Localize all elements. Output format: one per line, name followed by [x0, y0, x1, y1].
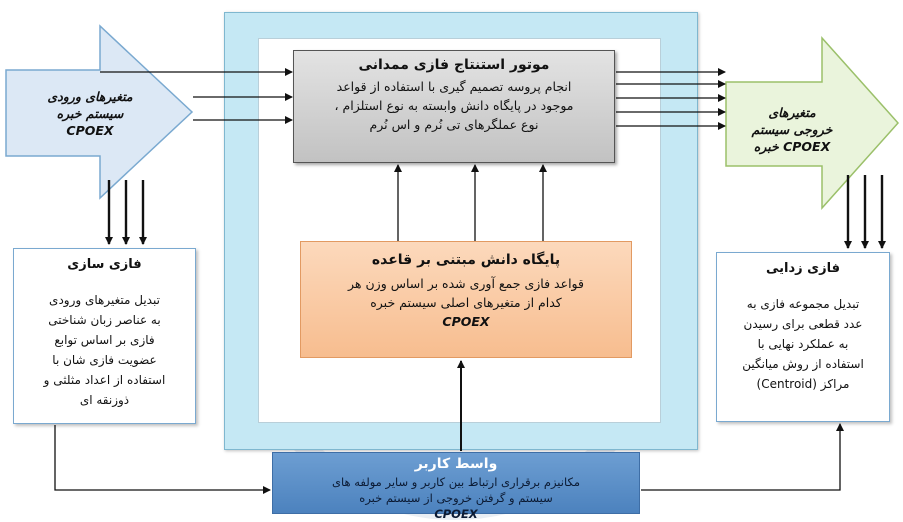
fuzzification-line5: استفاده از اعداد مثلثی و: [43, 373, 166, 387]
knowledge-base-title: پایگاه دانش مبتنی بر قاعده: [371, 252, 561, 268]
input-block-arrow: [5, 24, 194, 200]
fuzzification-line1: تبدیل متغیرهای ورودی: [49, 293, 160, 307]
inference-engine-box: موتور استنتاج فازی ممدانی انجام پروسه تص…: [293, 50, 615, 163]
defuzzification-line1: تبدیل مجموعه فازی به: [746, 297, 860, 311]
input-arrow-line2: سیستم خبره: [56, 106, 124, 121]
knowledge-base-box: پایگاه دانش مبتنی بر قاعده قواعد فازی جم…: [300, 241, 632, 358]
fuzzification-title: فازی سازی: [67, 257, 142, 272]
inference-engine-line1: انجام پروسه تصمیم گیری با استفاده از قوا…: [336, 79, 572, 94]
defuzzification-line3: به عملکرد نهایی با: [757, 337, 849, 351]
user-interface-box: واسط کاربر مکانیزم برقراری ارتباط بین کا…: [272, 452, 640, 521]
output-variables-label: متغیرهای خروجی سیستم CPOEX خبره: [732, 104, 852, 155]
fuzzification-line3: فازی بر اساس توابع: [54, 333, 155, 347]
output-arrow-line2: خروجی سیستم: [751, 122, 833, 137]
output-arrow-line1: متغیرهای: [768, 105, 816, 120]
user-interface-line2: سیستم و گرفتن خروجی از سیستم خبره: [359, 491, 553, 505]
fuzzification-line4: عضویت فازی شان با: [52, 353, 157, 367]
knowledge-base-line1: قواعد فازی جمع آوری شده بر اساس وزن هر: [348, 276, 584, 291]
defuzzification-line5: مراکز (Centroid): [756, 377, 850, 391]
output-arrow-line3-text: خبره: [753, 139, 779, 154]
inference-engine-line3: نوع عملگرهای تی نُرم و اس نُرم: [369, 117, 539, 132]
input-variables-label: متغیرهای ورودی سیستم خبره CPOEX: [20, 88, 160, 139]
input-arrow-line1: متغیرهای ورودی: [47, 89, 133, 104]
defuzzification-box: فازی زدایی تبدیل مجموعه فازی به عدد قطعی…: [716, 252, 890, 422]
defuzzification-title: فازی زدایی: [766, 261, 840, 276]
knowledge-base-line2: کدام از متغیرهای اصلی سیستم خبره: [370, 295, 562, 310]
defuzzification-line4: استفاده از روش میانگین: [742, 357, 864, 371]
fuzzification-box: فازی سازی تبدیل متغیرهای ورودی به عناصر …: [13, 248, 196, 424]
knowledge-base-system: CPOEX: [442, 314, 490, 329]
output-arrow-system: CPOEX: [783, 139, 831, 154]
input-arrow-system: CPOEX: [66, 123, 114, 138]
inference-engine-title: موتور استنتاج فازی ممدانی: [358, 57, 550, 73]
output-block-arrow: [725, 36, 900, 210]
user-interface-line2-row: سیستم و گرفتن خروجی از سیستم خبره: [283, 490, 629, 506]
user-interface-line1: مکانیزم برقراری ارتباط بین کاربر و سایر …: [332, 475, 580, 489]
user-interface-system: CPOEX: [434, 507, 478, 521]
output-arrow-line3: CPOEX خبره: [732, 138, 852, 155]
fuzzification-line2: به عناصر زبان شناختی: [48, 313, 161, 327]
fuzzification-line6: ذوزنقه ای: [79, 393, 130, 407]
user-interface-title: واسط کاربر: [414, 456, 498, 472]
inference-engine-line2: موجود در پایگاه دانش وابسته به نوع استلز…: [334, 98, 574, 113]
defuzzification-line2: عدد قطعی برای رسیدن: [743, 317, 863, 331]
